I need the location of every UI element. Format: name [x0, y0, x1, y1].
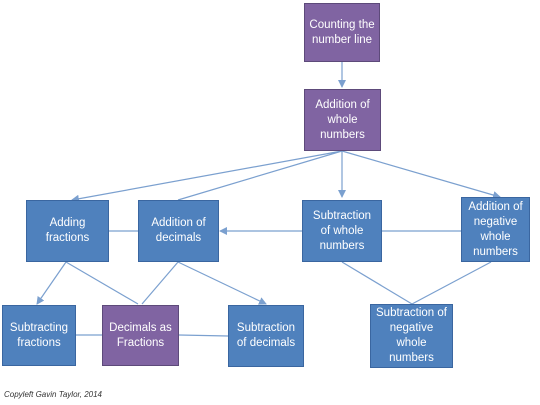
edge-subtraction-whole-to-subtraction-negative — [341, 261, 413, 305]
node-decimals-as-fractions: Decimals as Fractions — [102, 305, 179, 366]
edge-decimals-as-fractions-to-subtraction-decimals — [178, 334, 229, 337]
node-subtracting-fractions: Subtracting fractions — [2, 305, 76, 366]
node-subtraction-of-whole-numbers: Subtraction of whole numbers — [302, 200, 382, 262]
edge-addition-whole-to-adding-fractions — [71, 150, 343, 203]
copyleft-notice: Copyleft Gavin Taylor, 2014 — [4, 390, 102, 399]
node-adding-fractions: Adding fractions — [26, 200, 109, 262]
node-addition-of-decimals: Addition of decimals — [138, 200, 219, 262]
edge-adding-fractions-to-subtracting-fractions — [36, 261, 67, 305]
edge-addition-negative-to-subtraction-negative — [411, 261, 492, 305]
edge-addition-decimals-to-decimals-as-fractions — [141, 261, 179, 305]
node-subtraction-of-negative-whole-numbers: Subtraction of negative whole numbers — [370, 304, 453, 368]
node-addition-of-whole-numbers: Addition of whole numbers — [304, 89, 381, 151]
node-counting-the-number-line: Counting the number line — [304, 3, 380, 62]
edge-adding-fractions-to-decimals-as-fractions — [65, 261, 139, 305]
edge-addition-whole-to-addition-negative — [341, 150, 501, 199]
node-addition-of-negative-whole-numbers: Addition of negative whole numbers — [461, 197, 530, 262]
node-subtraction-of-decimals: Subtraction of decimals — [228, 305, 304, 367]
edge-addition-whole-to-addition-decimals — [177, 150, 343, 201]
edge-addition-decimals-to-subtraction-decimals — [177, 261, 267, 305]
